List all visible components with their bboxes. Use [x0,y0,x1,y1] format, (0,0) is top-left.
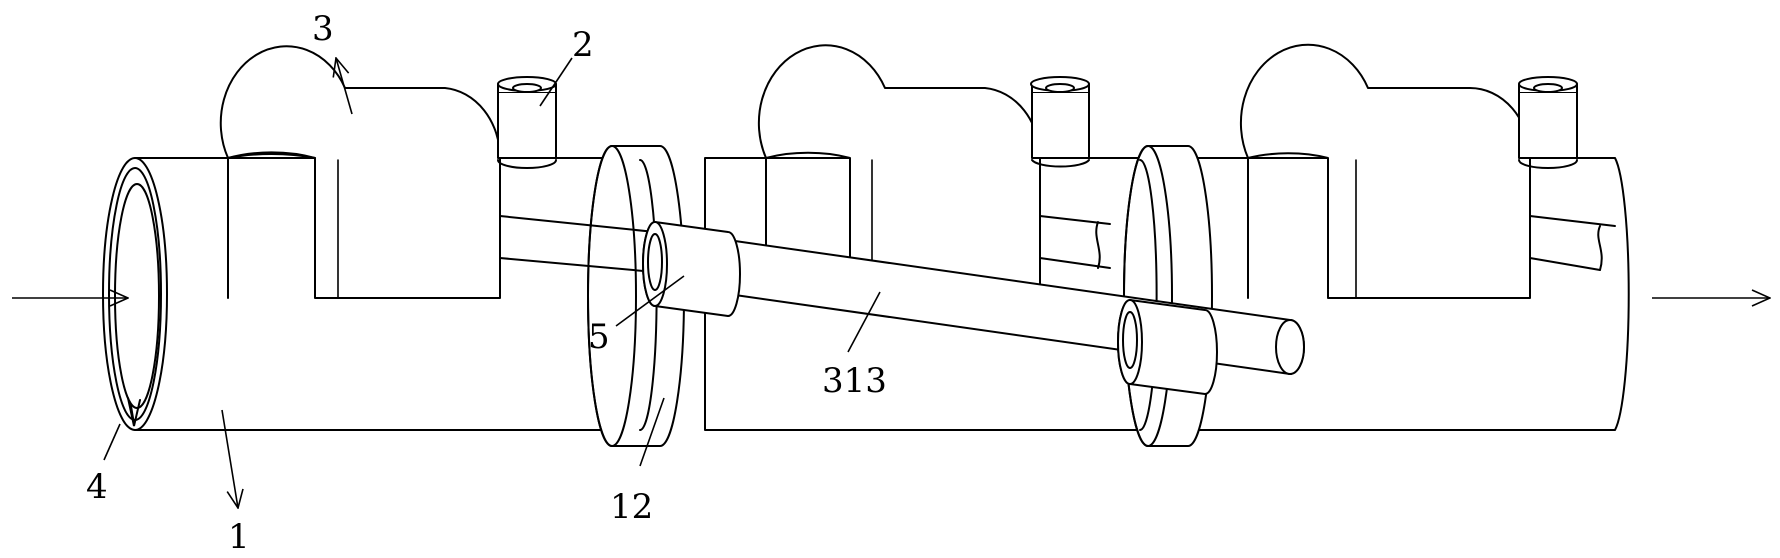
leader-3 [336,58,353,115]
middle-section [704,44,1141,431]
bushing-5-left [642,221,741,317]
label-4: 4 [86,467,108,507]
leader-313 [847,291,881,353]
leader-5 [615,275,685,327]
label-12: 12 [610,487,653,527]
leader-12 [639,397,665,467]
label-1: 1 [228,517,250,557]
label-5: 5 [588,317,610,357]
left-section [102,45,641,431]
right-section [1187,43,1630,431]
label-2: 2 [572,25,594,65]
flange-right [1123,145,1213,447]
leader-4 [103,423,121,461]
bushing-5-right [1117,299,1218,395]
leader-2 [539,57,573,107]
leader-1 [221,409,238,508]
label-3: 3 [312,9,334,49]
label-313: 313 [822,361,887,401]
